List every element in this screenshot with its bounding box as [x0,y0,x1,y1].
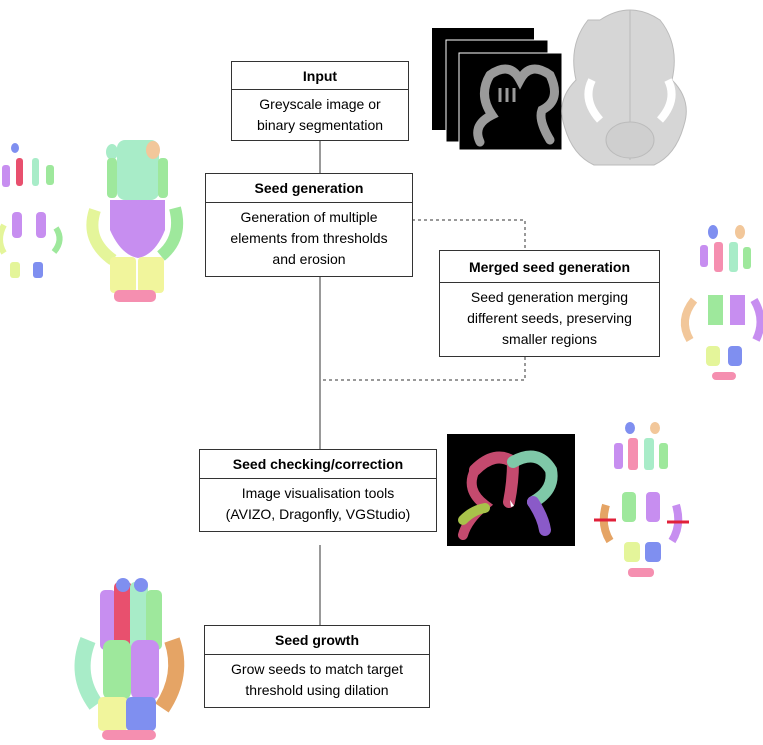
seed-generation-line-1: Generation of multiple [240,209,378,225]
merged-line-1: Seed generation merging [470,289,629,305]
input-title: Input [232,62,408,90]
growth-line-2: threshold using dilation [245,682,389,698]
input-box: Input Greyscale image or binary segmenta… [231,61,409,141]
checking-line-2: (AVIZO, Dragonfly, VGStudio) [225,506,411,522]
merged-line-3: smaller regions [502,331,597,347]
seed-generation-title: Seed generation [206,174,412,203]
growth-line-1: Grow seeds to match target [231,661,403,677]
checking-line-1: Image visualisation tools [241,485,395,501]
seed-generation-line-3: and erosion [272,251,346,267]
merged-line-2: different seeds, preserving [467,310,632,326]
merged-seed-generation-title: Merged seed generation [440,251,659,283]
merged-seed-generation-box: Merged seed generation Seed generation m… [439,250,660,357]
input-line-2: binary segmentation [256,117,384,133]
seed-generation-box: Seed generation Generation of multiple e… [205,173,413,277]
seed-generation-line-2: elements from thresholds [230,230,388,246]
input-line-1: Greyscale image or [259,96,381,112]
seed-growth-box: Seed growth Grow seeds to match target t… [204,625,430,708]
seed-growth-title: Seed growth [205,626,429,655]
seed-checking-box: Seed checking/correction Image visualisa… [199,449,437,532]
seed-checking-title: Seed checking/correction [200,450,436,479]
